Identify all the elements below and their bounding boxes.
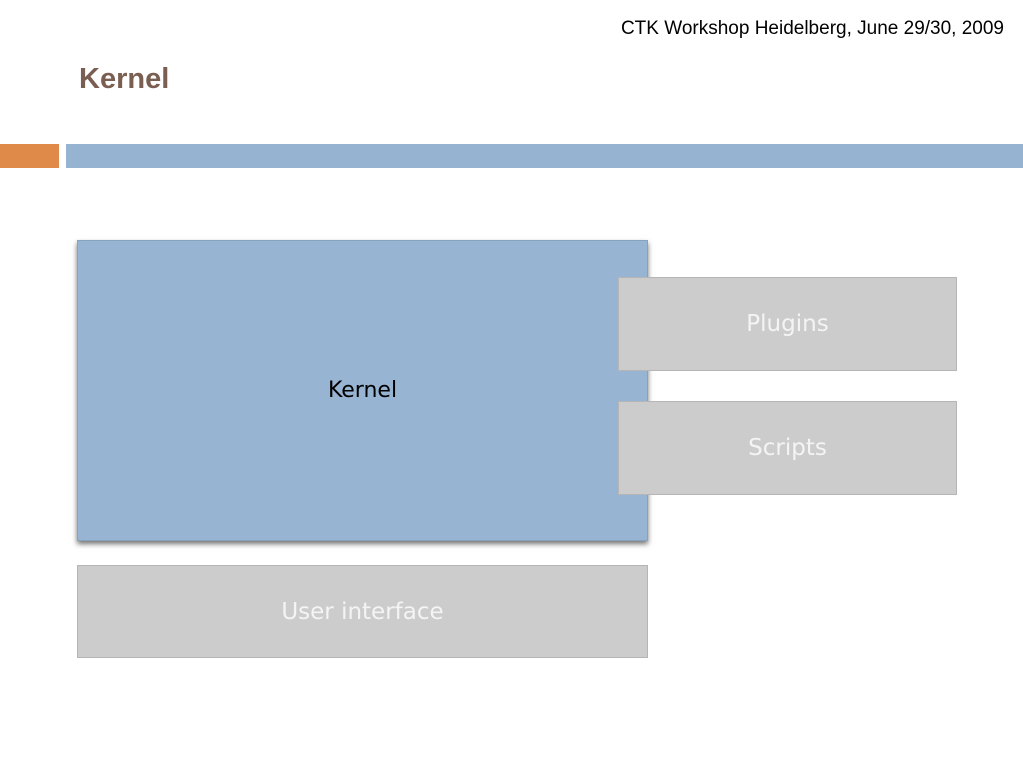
event-header: CTK Workshop Heidelberg, June 29/30, 200… xyxy=(620,18,1004,39)
user-interface-label: User interface xyxy=(281,598,444,625)
title-accent-bar xyxy=(0,144,59,168)
kernel-label: Kernel xyxy=(327,378,398,403)
scripts-label: Scripts xyxy=(748,435,827,461)
plugins-box: Plugins xyxy=(618,277,957,371)
title-rule-bar xyxy=(66,144,1023,168)
plugins-label: Plugins xyxy=(746,311,829,337)
kernel-box: Kernel xyxy=(77,240,648,541)
user-interface-box: User interface xyxy=(77,565,648,658)
slide-title: Kernel xyxy=(79,63,170,95)
scripts-box: Scripts xyxy=(618,401,957,495)
